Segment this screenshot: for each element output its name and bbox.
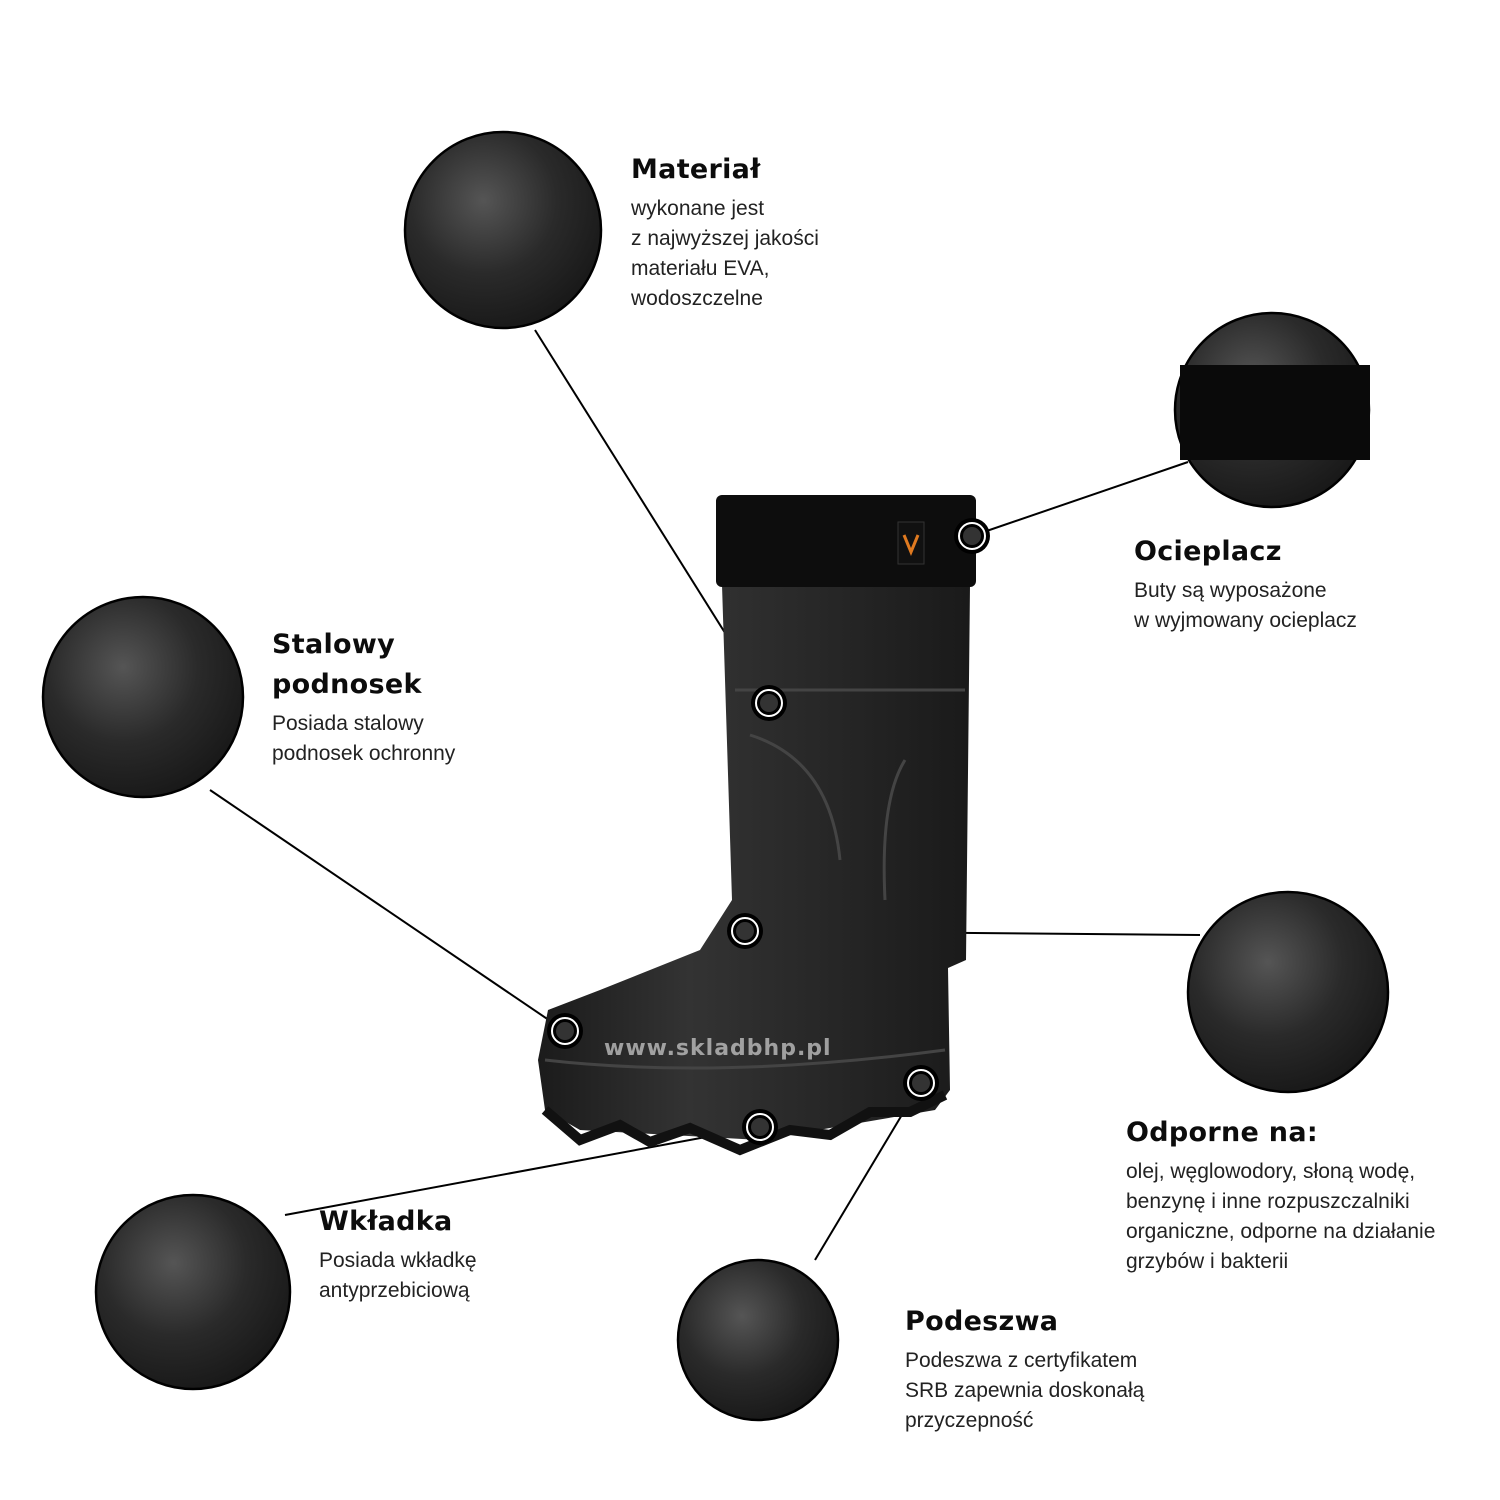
feature-stalowy-podnosek: Stalowy podnosek Posiada stalowy podnose… [272,625,455,769]
watermark: www.skladbhp.pl [604,1036,832,1061]
hotspots [547,518,990,1145]
feature-title: Odporne na: [1126,1117,1318,1148]
feature-text: z najwyższej jakości [631,227,819,250]
hotspot-wkladka [742,1109,778,1145]
podeszwa-detail-circle [676,1258,840,1422]
feature-text: organiczne, odporne na działanie [1126,1220,1436,1243]
feature-title: Podeszwa [905,1306,1059,1337]
feature-text: Posiada wkładkę [319,1249,477,1272]
feature-text: benzynę i inne rozpuszczalniki [1126,1190,1410,1213]
feature-ocieplacz: Ocieplacz Buty są wyposażone w wyjmowany… [1134,532,1357,636]
feature-title: Ocieplacz [1134,536,1282,567]
feature-text: wodoszczelne [631,287,763,310]
feature-text: podnosek ochronny [272,742,456,765]
feature-text: Posiada stalowy [272,712,424,735]
feature-text: grzybów i bakterii [1126,1250,1289,1273]
detail-circles [41,130,1390,1422]
odporne-detail-circle [1186,890,1390,1094]
feature-material: Materiał wykonane jest z najwyższej jako… [631,150,819,314]
stalowy-detail-circle [41,595,245,799]
feature-text: olej, węglowodory, słoną wodę, [1126,1160,1416,1183]
feature-title: Materiał [631,154,761,185]
wkladka-line [284,1126,761,1216]
feature-text: Podeszwa z certyfikatem [905,1349,1138,1372]
hotspot-ocieplacz [954,518,990,554]
ocieplacz-line [971,461,1189,537]
feature-title: Stalowy [272,629,396,660]
feature-title: Wkładka [319,1206,453,1237]
feature-text: wykonane jest [631,197,765,220]
brand-logo-icon [897,521,925,565]
feature-text: antyprzebiciową [319,1279,470,1302]
feature-title: podnosek [272,669,422,700]
cuff-detail [1180,365,1370,460]
cuff [716,495,976,587]
feature-text: materiału EVA, [631,257,770,280]
feature-text: SRB zapewnia doskonałą [905,1379,1145,1402]
feature-text: w wyjmowany ocieplacz [1134,609,1357,632]
stalowy-line [209,789,566,1032]
feature-wkladka: Wkładka Posiada wkładkę antyprzebiciową [319,1202,477,1306]
hotspot-podeszwa [903,1065,939,1101]
material-detail-circle [403,130,603,330]
hotspot-odporne [727,913,763,949]
wkladka-detail-circle [94,1193,292,1391]
feature-text: Buty są wyposażone [1134,579,1327,602]
feature-podeszwa: Podeszwa Podeszwa z certyfikatem SRB zap… [905,1302,1144,1436]
boot [538,495,976,1156]
feature-odporne: Odporne na: olej, węglowodory, słoną wod… [1126,1113,1435,1277]
hotspot-material [751,685,787,721]
feature-text: przyczepność [905,1409,1034,1432]
hotspot-stalowy [547,1013,583,1049]
